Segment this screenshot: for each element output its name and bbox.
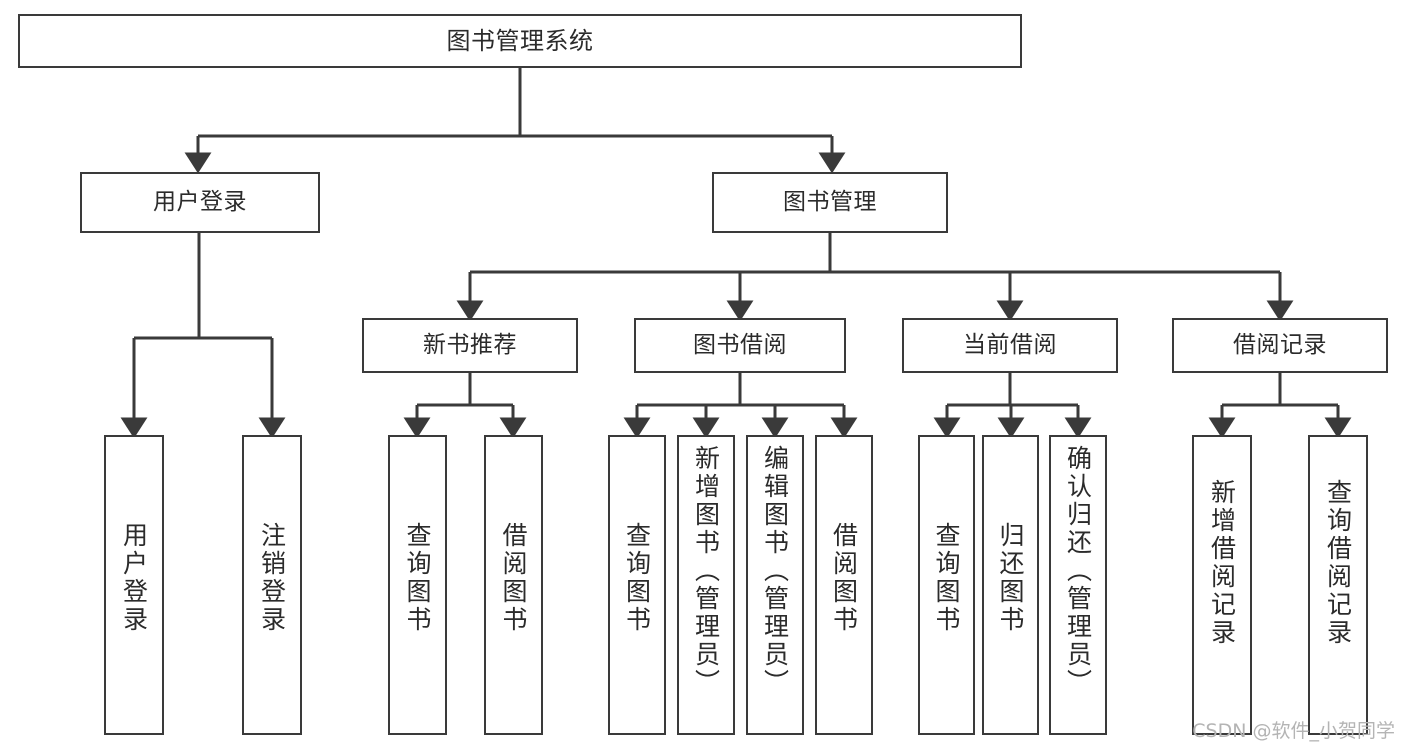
node-new-book-recommend[interactable]: 新书推荐	[362, 318, 578, 373]
node-current-borrow[interactable]: 当前借阅	[902, 318, 1118, 373]
node-user-login[interactable]: 用户登录	[80, 172, 320, 233]
node-leaf-currentborrow-confirm[interactable]: 确认归还（管理员）	[1049, 435, 1107, 735]
node-leaf-user-login-login[interactable]: 用户登录	[104, 435, 164, 735]
node-leaf-user-login-logout[interactable]: 注销登录	[242, 435, 302, 735]
node-current-borrow-label: 当前借阅	[963, 331, 1057, 358]
node-new-book-recommend-label: 新书推荐	[423, 331, 517, 358]
node-leaf-bookborrow-edit[interactable]: 编辑图书（管理员）	[746, 435, 804, 735]
node-leaf-newbook-borrow[interactable]: 借阅图书	[484, 435, 543, 735]
node-leaf-currentborrow-query[interactable]: 查询图书	[918, 435, 975, 735]
node-leaf-bookborrow-borrow-label: 借阅图书	[829, 522, 859, 634]
node-leaf-currentborrow-confirm-label: 确认归还（管理员）	[1063, 445, 1093, 697]
node-leaf-bookborrow-edit-label: 编辑图书（管理员）	[760, 445, 790, 697]
node-leaf-bookborrow-add[interactable]: 新增图书（管理员）	[677, 435, 735, 735]
node-leaf-borrowrecord-query[interactable]: 查询借阅记录	[1308, 435, 1368, 735]
node-borrow-record[interactable]: 借阅记录	[1172, 318, 1388, 373]
node-leaf-currentborrow-query-label: 查询图书	[932, 522, 961, 634]
node-leaf-borrowrecord-query-label: 查询借阅记录	[1323, 479, 1353, 647]
node-leaf-bookborrow-borrow[interactable]: 借阅图书	[815, 435, 873, 735]
node-leaf-borrowrecord-add[interactable]: 新增借阅记录	[1192, 435, 1252, 735]
node-leaf-bookborrow-query-label: 查询图书	[622, 522, 652, 634]
node-book-borrow[interactable]: 图书借阅	[634, 318, 846, 373]
node-leaf-currentborrow-return[interactable]: 归还图书	[982, 435, 1039, 735]
node-root-system-label: 图书管理系统	[446, 26, 594, 55]
node-leaf-bookborrow-add-label: 新增图书（管理员）	[691, 445, 721, 697]
node-leaf-user-login-logout-label: 注销登录	[257, 522, 287, 634]
node-book-management[interactable]: 图书管理	[712, 172, 948, 233]
watermark-text: CSDN @软件_小贺同学	[1192, 720, 1395, 742]
node-book-management-label: 图书管理	[783, 188, 877, 215]
node-book-borrow-label: 图书借阅	[693, 331, 787, 358]
node-leaf-currentborrow-return-label: 归还图书	[996, 522, 1025, 634]
node-leaf-borrowrecord-add-label: 新增借阅记录	[1207, 479, 1237, 647]
node-borrow-record-label: 借阅记录	[1233, 331, 1327, 358]
node-leaf-newbook-query-label: 查询图书	[403, 522, 432, 634]
node-root-system[interactable]: 图书管理系统	[18, 14, 1022, 68]
node-leaf-user-login-login-label: 用户登录	[119, 522, 149, 634]
node-leaf-bookborrow-query[interactable]: 查询图书	[608, 435, 666, 735]
node-leaf-newbook-query[interactable]: 查询图书	[388, 435, 447, 735]
node-leaf-newbook-borrow-label: 借阅图书	[499, 522, 528, 634]
node-user-login-label: 用户登录	[153, 188, 247, 215]
